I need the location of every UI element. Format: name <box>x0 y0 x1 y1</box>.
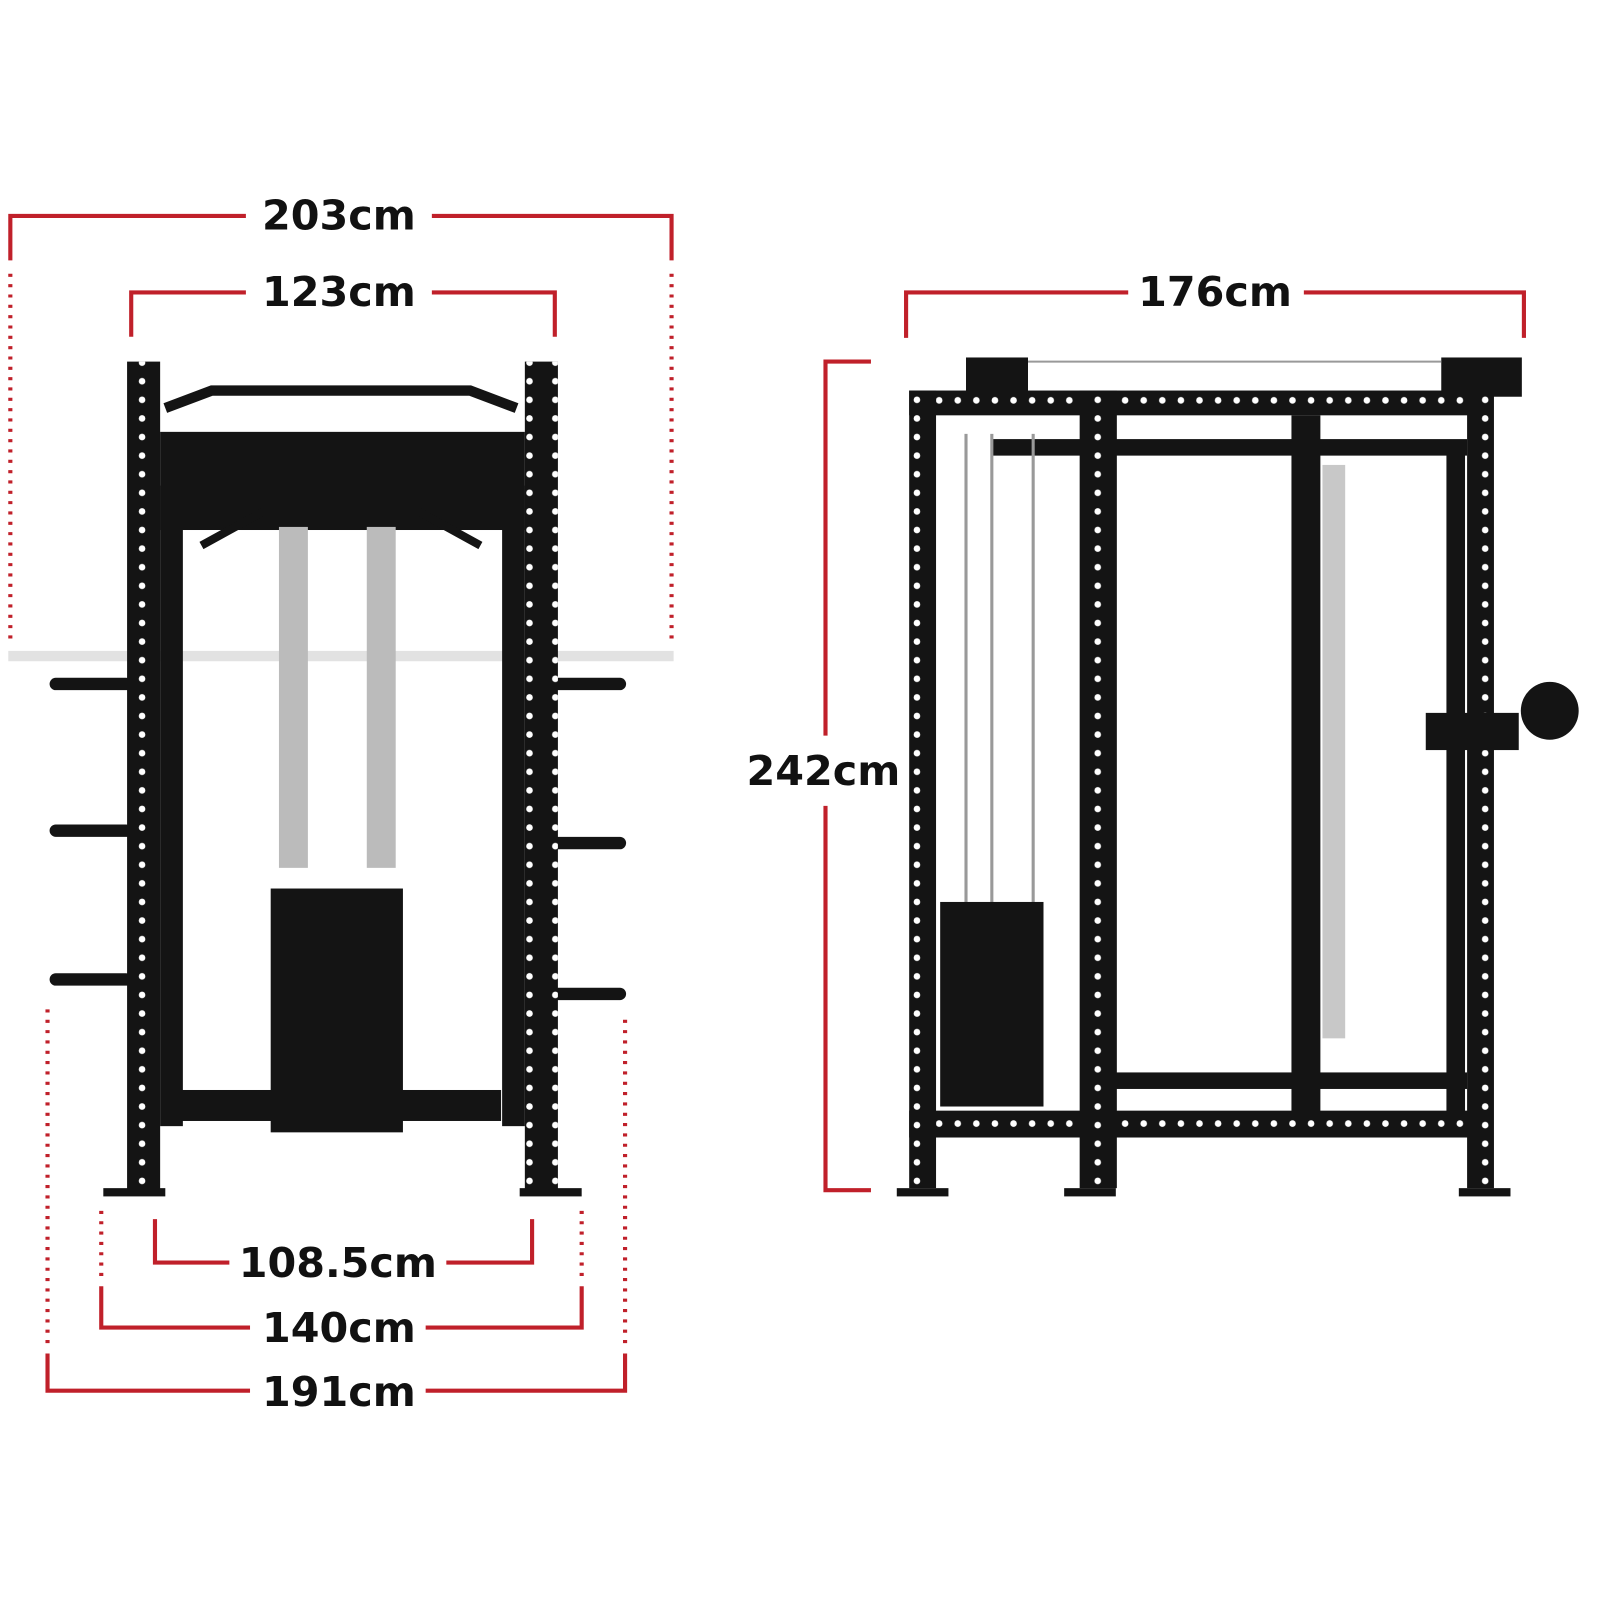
dimension-191: 191cm <box>45 1002 628 1416</box>
dimension-label: 140cm <box>262 1304 416 1352</box>
dimension-242: 242cm <box>747 359 901 1193</box>
pullup-bar <box>163 385 519 413</box>
dimension-label: 191cm <box>262 1368 416 1416</box>
dimension-label: 203cm <box>262 191 416 239</box>
barbell <box>8 650 674 662</box>
dimension-123: 123cm <box>129 268 557 337</box>
dimension-176: 176cm <box>904 268 1526 338</box>
dimension-140: 140cm <box>99 1208 584 1352</box>
smith-rail <box>1322 464 1346 1039</box>
side-rack <box>896 357 1579 1197</box>
dimension-label: 123cm <box>262 268 416 316</box>
storage-pegs <box>49 677 627 1001</box>
dimension-label: 108.5cm <box>239 1239 437 1287</box>
dimension-label: 176cm <box>1138 268 1292 316</box>
dimension-203: 203cm <box>8 191 674 641</box>
dimension-label: 242cm <box>747 747 901 795</box>
side-weight-stack <box>940 901 1044 1107</box>
front-rack <box>8 361 674 1197</box>
dimension-108-5: 108.5cm <box>152 1219 535 1287</box>
